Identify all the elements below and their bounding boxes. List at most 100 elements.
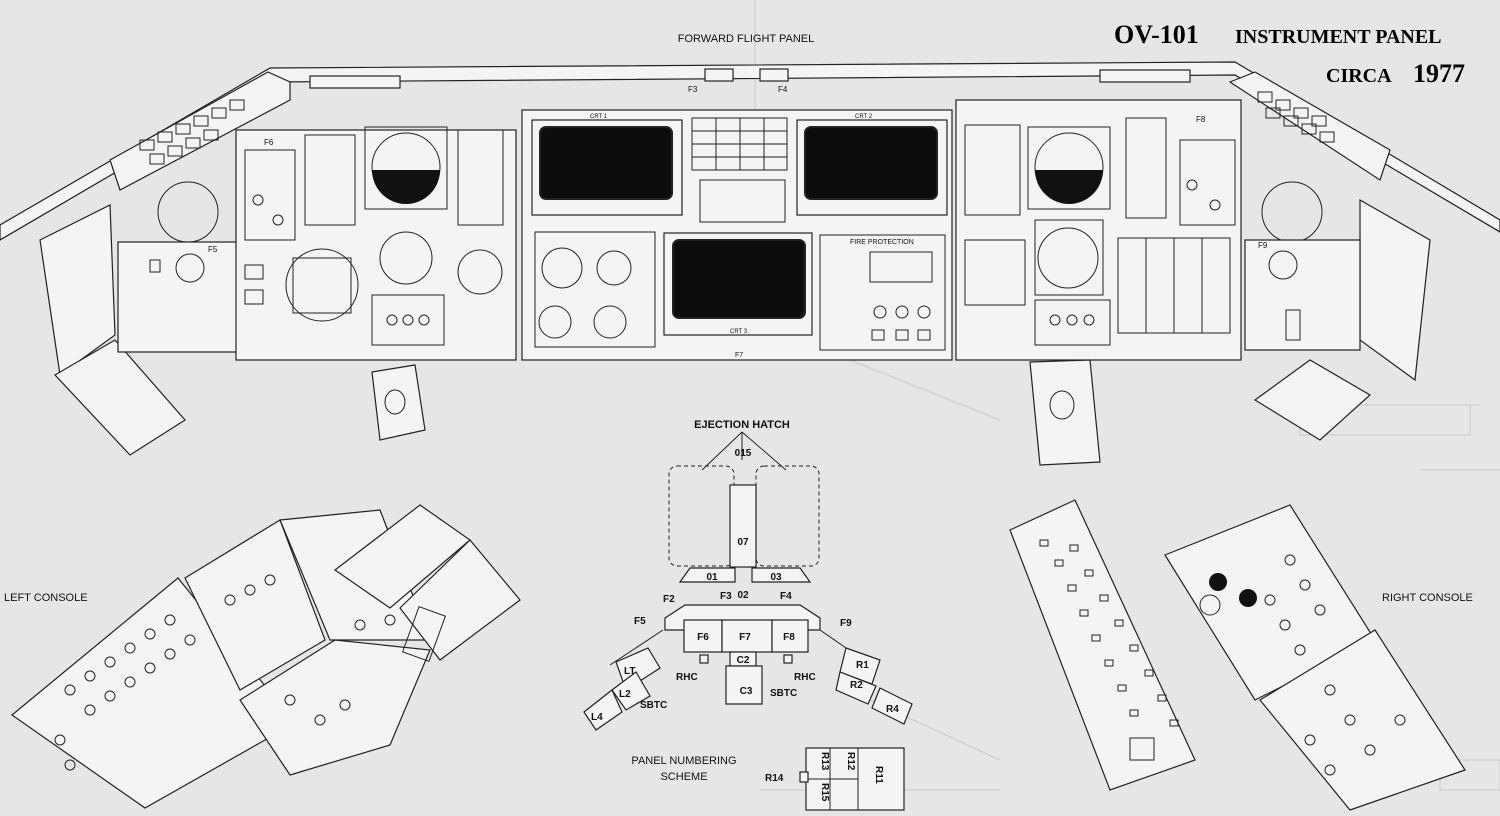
scheme-c3-label: C3 — [740, 686, 753, 697]
commander-rhc — [371, 364, 426, 441]
scheme-sbtc-left-label: SBTC — [640, 700, 667, 711]
scheme-f9-label: F9 — [840, 618, 852, 629]
f8-adi-ground — [1035, 170, 1103, 204]
fire-protection-panel — [819, 234, 946, 351]
fire-protection-label: FIRE PROTECTION — [850, 239, 914, 246]
f6-left-switch-panel — [244, 149, 296, 241]
scheme-r4-panel — [871, 687, 913, 725]
f8-right-switch-panel — [1179, 139, 1236, 226]
scheme-f8-panel — [771, 619, 809, 653]
crt2-screen — [804, 126, 938, 200]
panel-numbering-scheme: F2 F3 F4 F5 F9 F6 F7 F8 C2 C3 LT L2 L4 R… — [583, 591, 913, 731]
f6-switch-block — [371, 294, 445, 346]
f8-panel — [955, 99, 1242, 361]
scheme-f2-label: F2 — [663, 594, 675, 605]
title-line2-year: 1977 — [1413, 59, 1465, 88]
f6-avvi-dial — [379, 231, 433, 285]
f6-hsi-dial — [285, 248, 359, 322]
right-console-panel-r4 — [1259, 629, 1466, 811]
f5-panel — [117, 241, 239, 353]
panel-numbering-label-line1: PANEL NUMBERING — [631, 755, 736, 767]
f4-wing-panel — [1228, 71, 1391, 181]
panel-numbering-label-line2: SCHEME — [660, 771, 707, 783]
f7-gauge-4 — [593, 305, 627, 339]
f9-label: F9 — [1258, 241, 1268, 250]
right-console-readout — [1129, 737, 1155, 761]
f8-label: F8 — [1196, 115, 1206, 124]
scheme-f8-label: F8 — [783, 632, 795, 643]
crt2-label: CRT 2 — [855, 114, 873, 120]
f7-label: F7 — [735, 352, 743, 359]
f9-gauge — [1268, 250, 1298, 280]
hatch-left-window — [668, 465, 735, 567]
f6-adi-ground — [372, 170, 440, 204]
f8-tape-meters — [964, 124, 1021, 216]
scheme-r4-label: R4 — [886, 704, 899, 715]
left-console-speed-brake — [401, 606, 447, 662]
event-sequence-strip-left — [309, 75, 401, 89]
scheme-r2-label: R2 — [850, 680, 863, 691]
crt1-screen — [539, 126, 673, 200]
left-lower-panel — [54, 339, 186, 456]
r14-label: R14 — [765, 773, 784, 784]
f9-rotation-controller — [1285, 309, 1301, 341]
panel-o7-label: 07 — [737, 537, 749, 548]
fire-protection-display — [869, 251, 933, 283]
f3-small-label: F3 — [688, 85, 698, 94]
f5-label: F5 — [208, 245, 218, 254]
f7-master-alarm-block — [699, 179, 786, 223]
right-console-knob-2 — [1239, 589, 1257, 607]
r12-label: R12 — [845, 752, 856, 771]
r11-label: R11 — [873, 766, 884, 784]
scheme-rhc-right-label: RHC — [794, 672, 816, 683]
scheme-rhc-left-label: RHC — [676, 672, 698, 683]
scheme-l4-label: L4 — [591, 712, 603, 723]
scheme-l2-label: L2 — [619, 689, 631, 700]
right-clock-outline — [1261, 181, 1323, 243]
f8-hsi-dial — [1037, 227, 1099, 289]
scheme-f3-label: F3 — [720, 591, 732, 602]
r14-marker — [799, 771, 809, 783]
panel-o1-label: 01 — [706, 572, 718, 583]
f8-switch-block — [1034, 299, 1111, 346]
scheme-c2-label: C2 — [737, 655, 750, 666]
title-line2-prefix: CIRCA — [1326, 65, 1392, 87]
title-line1-suffix: INSTRUMENT PANEL — [1235, 26, 1442, 48]
f7-gauge-1 — [541, 247, 583, 289]
right-console-switch-array — [1039, 539, 1406, 776]
crt3-screen — [672, 239, 806, 319]
panel-o2-label: 02 — [737, 590, 749, 601]
f6-hsi-bezel — [292, 257, 352, 314]
f6-panel — [235, 129, 517, 361]
ejection-hatch-label: EJECTION HATCH — [694, 419, 790, 431]
f4-small-label: F4 — [778, 85, 788, 94]
right-side-window-panel — [1359, 198, 1431, 382]
hatch-right-window — [755, 465, 820, 567]
left-console-label: LEFT CONSOLE — [4, 592, 88, 604]
glareshield — [0, 61, 1500, 241]
right-console-knob-1 — [1209, 573, 1227, 591]
left-side-window-panel — [39, 204, 116, 377]
f8-hsi-bezel — [1034, 219, 1104, 296]
panel-o3-frame — [751, 567, 812, 583]
scheme-f5-label: F5 — [634, 616, 646, 627]
f2-wing-panel — [109, 71, 291, 191]
f6-adi-housing — [364, 126, 448, 210]
scheme-f6-panel — [683, 619, 723, 653]
scheme-sbtc-right-label: SBTC — [770, 688, 797, 699]
left-console-panel-l4 — [239, 639, 431, 776]
r15-label: R15 — [819, 783, 830, 802]
f6-tape-meters — [304, 134, 356, 226]
f6-accel-dial — [457, 249, 503, 295]
right-lower-panel — [1253, 359, 1372, 441]
scheme-r1-label: R1 — [856, 660, 869, 671]
f7-backup-gauges — [534, 231, 656, 348]
aft-panel-block: R14 R13 R15 R12 R11 — [765, 747, 905, 811]
left-console-switch-array — [54, 574, 396, 771]
right-console-panel-r1 — [1009, 499, 1196, 791]
f5-switch — [149, 259, 161, 273]
right-console-label: RIGHT CONSOLE — [1382, 592, 1473, 604]
f8-adi-housing — [1027, 126, 1111, 210]
